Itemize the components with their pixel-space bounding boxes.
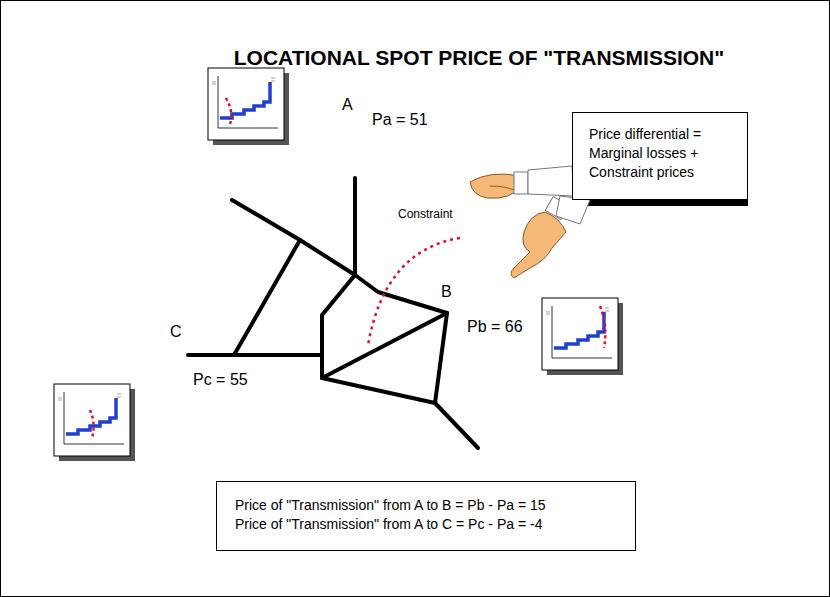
callout-box: Price differential = Marginal losses + C… [572, 112, 748, 200]
supply-curve-inset [54, 384, 135, 461]
box-text: Price of "Transmission" from A to B = Pb… [235, 496, 617, 515]
transmission-network [188, 178, 478, 448]
diagram-title: LOCATIONAL SPOT PRICE OF "TRANSMISSION" [234, 46, 725, 70]
bus-label: A [342, 96, 353, 114]
bus-label: B [441, 283, 452, 301]
bus-label: C [170, 323, 182, 341]
box-text: Price of "Transmission" from A to C = Pc… [235, 515, 617, 534]
price-label: Pb = 66 [467, 318, 523, 336]
constraint-curve [368, 238, 460, 345]
price-label: Pc = 55 [193, 371, 248, 389]
price-label: Pa = 51 [372, 111, 428, 129]
box-text: Price differential = Marginal losses + C… [589, 125, 729, 182]
supply-curve-inset [208, 68, 289, 145]
supply-curve-inset [542, 298, 623, 375]
formula-box: Price of "Transmission" from A to B = Pb… [216, 481, 636, 551]
constraint-label: Constraint [398, 208, 453, 222]
